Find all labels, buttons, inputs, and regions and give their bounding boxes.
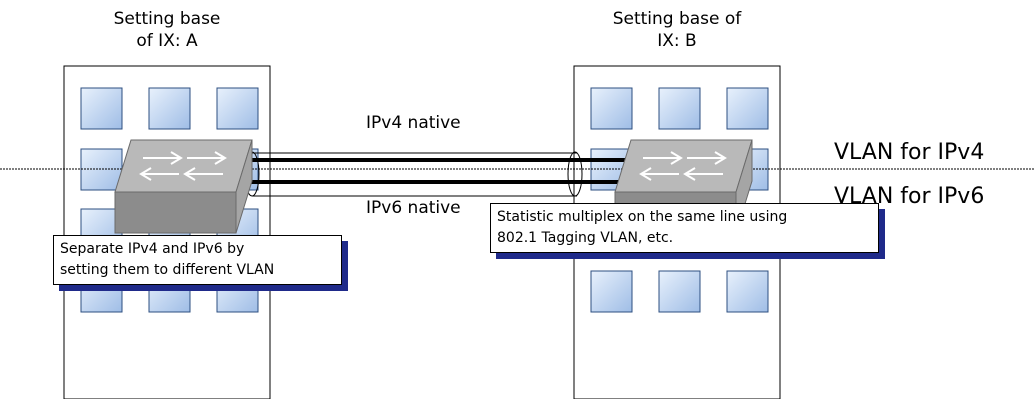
- site-b-title-line1: Setting base of: [612, 9, 742, 29]
- site-b-title-line2: IX: B: [657, 31, 697, 51]
- ipv6-native-label: IPv6 native: [366, 198, 461, 218]
- site-b-callout-line1: Statistic multiplex on the same line usi…: [497, 209, 788, 225]
- site-a-callout: Separate IPv4 and IPv6 by setting them t…: [53, 235, 342, 285]
- building-a-window: [216, 87, 259, 130]
- vlan-ipv4-label: VLAN for IPv4: [834, 140, 985, 165]
- building-a-window: [80, 87, 123, 130]
- site-a-title-line2: of IX: A: [136, 31, 198, 51]
- building-b-window: [590, 270, 633, 313]
- site-b-title: Setting base of IX: B: [577, 8, 777, 52]
- site-a-callout-line1: Separate IPv4 and IPv6 by: [60, 241, 245, 257]
- site-a-callout-line2: setting them to different VLAN: [60, 262, 275, 278]
- building-b-window: [590, 87, 633, 130]
- building-b-window: [726, 270, 769, 313]
- switch-a-icon: [114, 139, 253, 234]
- ipv4-native-label: IPv4 native: [366, 113, 461, 133]
- site-b-callout-line2: 802.1 Tagging VLAN, etc.: [497, 230, 674, 246]
- site-a-title: Setting base of IX: A: [67, 8, 267, 52]
- building-b-window: [658, 87, 701, 130]
- building-b-window: [658, 270, 701, 313]
- site-b-callout: Statistic multiplex on the same line usi…: [490, 203, 879, 253]
- building-b-window: [726, 87, 769, 130]
- building-a-window: [148, 87, 191, 130]
- site-a-title-line1: Setting base: [113, 9, 221, 29]
